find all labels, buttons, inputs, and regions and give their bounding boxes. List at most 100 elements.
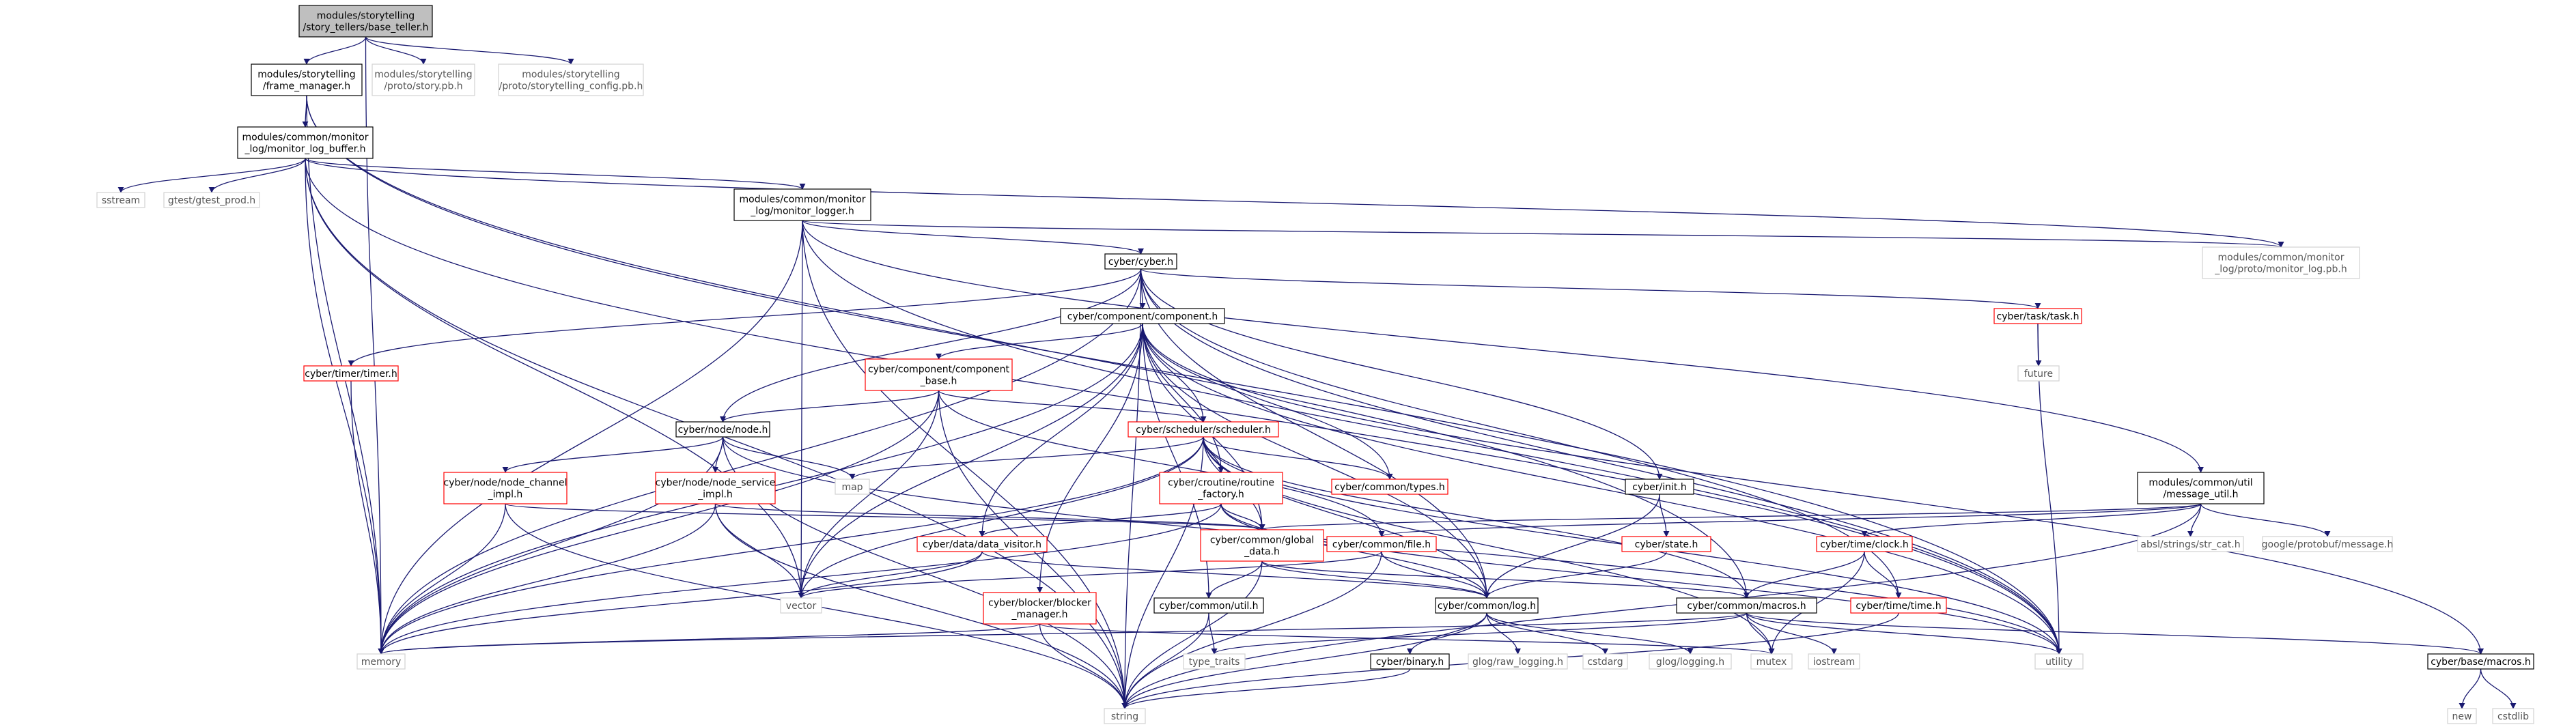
node-box [835,479,870,495]
node-state[interactable]: cyber/state.h [1621,536,1711,552]
node-task[interactable]: cyber/task/task.h [1993,308,2082,324]
node-label: future [2024,369,2053,380]
edge-component-to-vector [798,323,1143,599]
node-label: iostream [1813,657,1856,668]
node-label: cyber/common/global [1210,535,1314,546]
edge-macros-to-base-macros [1746,612,2484,655]
node-box [1850,597,1947,614]
edge-monitor-log-buffer-to-memory [305,158,384,655]
node-box [1625,479,1694,495]
edge-clock-to-macros [1743,551,1865,599]
node-label: modules/common/monitor [740,195,866,205]
node-monitor-log-pb: modules/common/monitor_log/proto/monitor… [2202,246,2360,279]
node-init[interactable]: cyber/init.h [1625,479,1694,495]
node-box [303,365,399,382]
node-base-macros[interactable]: cyber/base/macros.h [2427,653,2534,670]
node-glog-logging: glog/logging.h [1649,653,1732,670]
node-label: modules/common/util [2148,478,2252,489]
node-file[interactable]: cyber/common/file.h [1326,536,1437,552]
node-vector: vector [780,597,822,614]
node-types[interactable]: cyber/common/types.h [1331,479,1448,495]
node-iostream: iostream [1808,653,1860,670]
node-label: cyber/node/node_channel [444,478,568,489]
node-box [983,592,1097,625]
edge-log-to-glog-logging [1486,612,1694,655]
node-binary[interactable]: cyber/binary.h [1370,653,1450,670]
edge-message-util-to-protobuf-message [2200,503,2331,537]
node-future: future [2017,365,2060,382]
node-component-base[interactable]: cyber/component/component_base.h [865,358,1013,391]
node-box [733,188,871,221]
node-component[interactable]: cyber/component/component.h [1060,308,1225,324]
node-routine-factory[interactable]: cyber/croutine/routine_factory.h [1159,472,1283,504]
node-base-teller[interactable]: modules/storytelling/story_tellers/base_… [298,5,433,38]
node-clock[interactable]: cyber/time/clock.h [1816,536,1913,552]
edge-node-to-node-channel-impl [502,436,724,473]
node-box [1128,421,1279,438]
edge-blocker-manager-to-mutex [1039,623,1775,655]
node-frame-manager[interactable]: modules/storytelling/frame_manager.h [251,63,363,96]
node-label: cyber/time/time.h [1856,601,1941,612]
node-label: cyber/common/log.h [1438,601,1536,612]
edge-message-util-to-global-data [1259,503,2202,530]
node-label: modules/common/monitor [2218,253,2344,263]
edge-data-visitor-to-memory [378,551,983,655]
edge-message-util-to-clock [1861,503,2202,537]
node-macros[interactable]: cyber/common/macros.h [1676,597,1817,614]
node-monitor-log-buffer[interactable]: modules/common/monitor_log/monitor_log_b… [237,126,374,159]
node-blocker-manager[interactable]: cyber/blocker/blocker_manager.h [983,592,1097,625]
edge-monitor-log-buffer-to-vector [305,158,804,599]
node-label: cyber/base/macros.h [2431,657,2531,668]
edge-base-teller-to-storytelling-config-pb [365,36,574,65]
node-label: cyber/component/component [868,365,1010,375]
node-node-channel-impl[interactable]: cyber/node/node_channel_impl.h [443,472,568,504]
node-box [1370,653,1450,670]
edge-message-util-to-file [1378,503,2202,537]
node-label: cyber/node/node_service [656,478,776,489]
node-util[interactable]: cyber/common/util.h [1153,597,1264,614]
edge-component-to-blocker-manager [1036,323,1143,593]
edge-data-visitor-to-log [981,551,1490,599]
edge-monitor-log-buffer-to-gtest-prod [208,158,306,193]
edge-global-data-to-string [1121,560,1263,709]
node-label: cyber/common/file.h [1332,539,1431,550]
edge-node-channel-impl-to-global-data [505,503,1265,530]
node-box [2492,708,2534,724]
node-timer[interactable]: cyber/timer/timer.h [303,365,399,382]
edge-component-to-routine-factory [1142,323,1224,473]
edge-clock-to-time [1864,551,1902,599]
edge-macros-to-memory [378,612,1748,655]
node-monitor-logger[interactable]: modules/common/monitor_log/monitor_logge… [733,188,871,221]
edge-file-to-vector [798,551,1382,599]
edge-monitor-logger-to-vector [798,220,804,599]
edge-node-service-impl-to-global-data [714,503,1265,530]
edge-scheduler-to-memory [378,436,1204,655]
node-label: /story_tellers/base_teller.h [303,23,428,33]
node-global-data[interactable]: cyber/common/global_data.h [1200,529,1324,562]
node-data-visitor[interactable]: cyber/data/data_visitor.h [916,536,1048,552]
node-raw-logging: glog/raw_logging.h [1468,653,1568,670]
edge-message-util-to-str-cat [2187,503,2202,537]
edge-cyber-h-to-init [1140,268,1663,480]
node-log[interactable]: cyber/common/log.h [1435,597,1539,614]
node-box [1582,653,1628,670]
node-message-util[interactable]: modules/common/util/message_util.h [2137,472,2265,504]
node-node[interactable]: cyber/node/node.h [675,421,770,438]
node-box [1808,653,1860,670]
edge-scheduler-to-map [849,436,1204,480]
edges-layer [117,36,2517,709]
node-label: vector [786,601,817,612]
node-scheduler[interactable]: cyber/scheduler/scheduler.h [1128,421,1279,438]
edge-node-service-impl-to-vector [714,503,804,599]
edge-cyber-h-to-memory [378,268,1142,655]
edge-component-to-component-base [936,323,1143,360]
node-label: glog/raw_logging.h [1472,657,1563,668]
edge-monitor-log-buffer-to-sstream [117,158,306,193]
node-time[interactable]: cyber/time/time.h [1850,597,1947,614]
node-label: new [2452,711,2472,722]
edge-component-base-to-vector [798,390,940,599]
node-label: cyber/cyber.h [1108,257,1173,268]
node-node-service-impl[interactable]: cyber/node/node_service_impl.h [655,472,776,504]
edge-scheduler-to-log [1203,436,1490,599]
node-cyber-h[interactable]: cyber/cyber.h [1104,253,1177,270]
